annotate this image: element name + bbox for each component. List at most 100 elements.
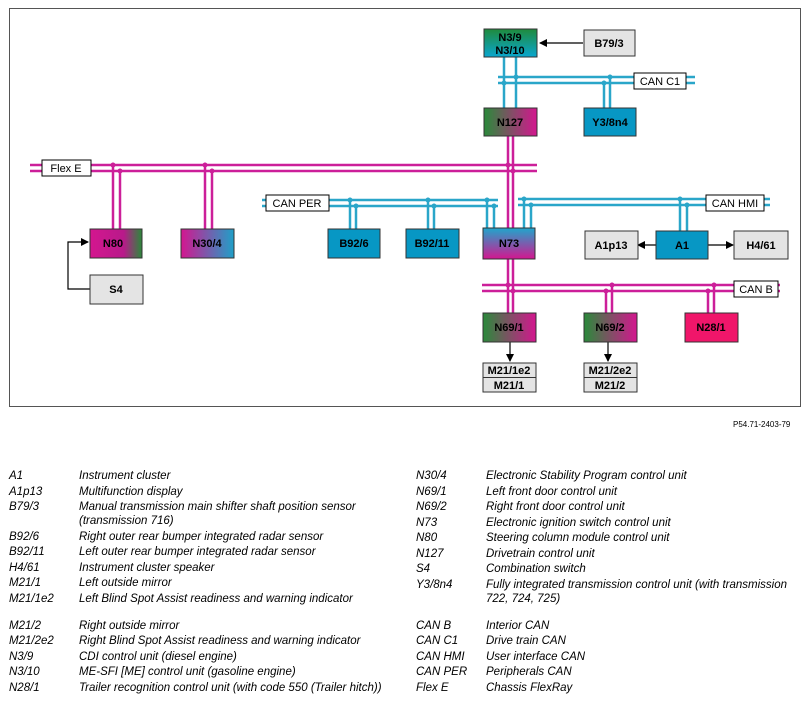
node-y3-8n4: Y3/8n4 <box>583 107 637 137</box>
svg-text:S4: S4 <box>109 284 123 296</box>
legend-code: A1p13 <box>9 485 43 498</box>
svg-text:N80: N80 <box>103 238 123 250</box>
svg-text:M21/1: M21/1 <box>494 380 525 392</box>
svg-text:CAN PER: CAN PER <box>273 198 322 210</box>
legend-item: CAN HMI User interface CAN <box>416 650 811 664</box>
legend-code: N3/9 <box>9 650 34 663</box>
node-n73: N73 <box>482 227 536 260</box>
legend-right: N30/4 Electronic Stability Program contro… <box>416 469 811 696</box>
connection-arrows <box>67 39 734 362</box>
node-b92-6: B92/6 <box>327 228 381 259</box>
reference-code: P54.71-2403-79 <box>733 420 791 429</box>
legend-item: A1 Instrument cluster <box>9 469 404 483</box>
svg-text:M21/2e2: M21/2e2 <box>589 365 632 377</box>
legend-code: N30/4 <box>416 470 447 482</box>
bus-label-can-per: CAN PER <box>265 194 330 212</box>
bus-can-c1-junctions <box>501 74 613 86</box>
legend-item: N73 Electronic ignition switch control un… <box>416 516 811 530</box>
legend-description: Electronic ignition switch control unit <box>486 516 671 529</box>
diagram-frame <box>9 8 801 407</box>
node-n3-9-n3-10: N3/9 N3/10 <box>483 28 538 58</box>
legend-description: CDI control unit (diesel engine) <box>79 650 237 663</box>
legend-item: A1p13 Multifunction display <box>9 485 404 499</box>
legend-item: M21/2e2 Right Blind Spot Assist readiness… <box>9 634 404 648</box>
legend-item: M21/2 Right outside mirror <box>9 619 404 633</box>
legend-description: Multifunction display <box>79 485 183 498</box>
node-h4-61: H4/61 <box>733 230 789 260</box>
bus-label-can-c1: CAN C1 <box>633 72 687 90</box>
legend-code: B92/6 <box>9 530 40 543</box>
bus-can-b-junctions <box>505 282 717 294</box>
legend-code: M21/2 <box>9 619 41 632</box>
legend-description: Right outer rear bumper integrated radar… <box>79 530 324 543</box>
svg-text:Flex E: Flex E <box>50 163 81 175</box>
svg-text:N3/10: N3/10 <box>495 45 524 57</box>
legend-code: N28/1 <box>9 681 40 694</box>
svg-text:B79/3: B79/3 <box>594 38 623 50</box>
node-m21-2e2-m21-2: M21/2e2 M21/2 <box>583 362 638 393</box>
bus-label-can-hmi: CAN HMI <box>705 194 765 212</box>
node-n69-2: N69/2 <box>583 312 638 343</box>
legend-item: CAN C1 Drive train CAN <box>416 634 811 648</box>
bus-can-per-junctions <box>347 197 497 209</box>
legend-code: B92/11 <box>9 546 45 558</box>
legend-description: Right front door control unit <box>486 501 625 513</box>
legend-description: Manual transmission main shifter shaft p… <box>79 501 356 527</box>
legend-code: CAN C1 <box>416 635 459 647</box>
node-n69-1: N69/1 <box>482 312 537 343</box>
legend-description: Left front door control unit <box>486 485 618 498</box>
svg-text:B92/6: B92/6 <box>339 238 368 250</box>
legend-description: Right outside mirror <box>79 619 180 632</box>
legend-description: Drive train CAN <box>486 635 566 647</box>
svg-text:A1: A1 <box>675 240 689 252</box>
legend-description: Trailer recognition control unit (with c… <box>79 681 382 694</box>
node-n80: N80 <box>89 228 143 259</box>
legend-item: B92/6 Right outer rear bumper integrated … <box>9 530 404 544</box>
legend-code: N73 <box>416 516 438 529</box>
legend-description: Left Blind Spot Assist readiness and war… <box>79 592 353 605</box>
node-n28-1: N28/1 <box>684 312 739 343</box>
legend-item: N30/4 Electronic Stability Program contro… <box>416 469 811 483</box>
legend-item: M21/1 Left outside mirror <box>9 576 404 590</box>
network-diagram: CAN C1 Flex E CAN PER CAN HMI CAN B N3/9… <box>9 8 801 407</box>
legend-item: S4 Combination switch <box>416 562 811 576</box>
legend-description: Steering column module control unit <box>486 532 670 544</box>
node-b92-11: B92/11 <box>405 228 460 259</box>
legend-code: Flex E <box>416 681 449 694</box>
node-m21-1e2-m21-1: M21/1e2 M21/1 <box>482 362 537 393</box>
legend-code: H4/61 <box>9 561 40 574</box>
svg-text:B92/11: B92/11 <box>415 238 450 250</box>
legend-description: Right Blind Spot Assist readiness and wa… <box>79 635 361 647</box>
bus-label-can-b: CAN B <box>733 280 779 298</box>
legend-code: A1 <box>9 470 24 482</box>
legend-description: Left outside mirror <box>79 577 172 589</box>
legend-code: N3/10 <box>9 666 40 678</box>
legend-code: M21/2e2 <box>9 635 54 647</box>
node-n30-4: N30/4 <box>180 228 235 259</box>
legend-code: CAN PER <box>416 666 468 678</box>
svg-text:N69/2: N69/2 <box>595 322 624 334</box>
legend-description: Instrument cluster <box>79 470 171 482</box>
legend-description: Electronic Stability Program control uni… <box>486 470 687 482</box>
node-a1: A1 <box>655 230 709 260</box>
bus-flex-e <box>30 135 537 229</box>
legend-description: Chassis FlexRay <box>486 681 573 694</box>
legend-code: S4 <box>416 563 431 575</box>
svg-text:CAN C1: CAN C1 <box>640 76 680 88</box>
legend-code: CAN HMI <box>416 650 465 663</box>
svg-text:N73: N73 <box>499 238 519 250</box>
legend-code: M21/1 <box>9 577 41 589</box>
legend-code: N127 <box>416 547 444 560</box>
svg-text:N69/1: N69/1 <box>494 322 523 334</box>
legend-description: Combination switch <box>486 563 586 575</box>
legend-description: User interface CAN <box>486 650 586 663</box>
legend-description: Interior CAN <box>486 619 550 632</box>
